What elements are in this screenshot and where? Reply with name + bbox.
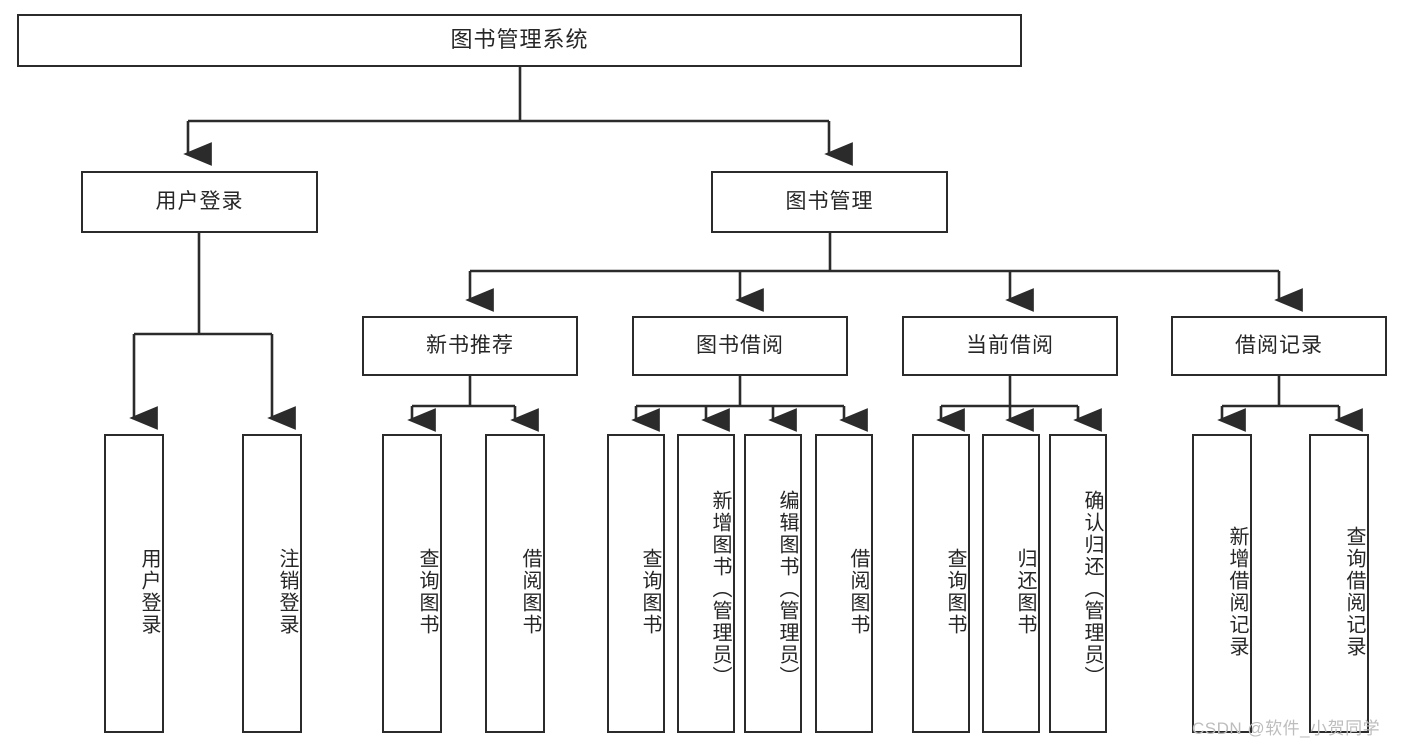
node-label: 当前借阅 bbox=[966, 334, 1054, 358]
leaf-query-book-borrow[interactable]: 查询图书 bbox=[607, 434, 665, 733]
node-label: 确认归还（管理员） bbox=[1081, 489, 1103, 688]
leaf-user-login[interactable]: 用户登录 bbox=[104, 434, 164, 733]
node-label: 借阅记录 bbox=[1235, 334, 1323, 358]
node-label: 图书管理系统 bbox=[450, 27, 589, 53]
node-book-management[interactable]: 图书管理 bbox=[711, 171, 948, 233]
leaf-borrow-book[interactable]: 借阅图书 bbox=[815, 434, 873, 733]
leaf-edit-book-admin[interactable]: 编辑图书（管理员） bbox=[744, 434, 802, 733]
node-label: 编辑图书（管理员） bbox=[776, 489, 798, 688]
node-label: 查询借阅记录 bbox=[1343, 525, 1365, 658]
watermark-text: CSDN @软件_小贺同学 bbox=[1192, 719, 1381, 738]
node-borrow-record[interactable]: 借阅记录 bbox=[1171, 316, 1387, 376]
node-label: 图书管理 bbox=[785, 190, 874, 214]
node-label: 新增图书（管理员） bbox=[709, 489, 731, 688]
node-label: 归还图书 bbox=[1014, 547, 1036, 636]
node-label: 新书推荐 bbox=[426, 334, 514, 358]
node-current-borrow[interactable]: 当前借阅 bbox=[902, 316, 1118, 376]
leaf-query-borrow-record[interactable]: 查询借阅记录 bbox=[1309, 434, 1369, 733]
node-new-book-recommend[interactable]: 新书推荐 bbox=[362, 316, 578, 376]
leaf-add-borrow-record[interactable]: 新增借阅记录 bbox=[1192, 434, 1252, 733]
leaf-query-book-current[interactable]: 查询图书 bbox=[912, 434, 970, 733]
node-label: 查询图书 bbox=[944, 547, 966, 636]
node-label: 用户登录 bbox=[155, 190, 244, 214]
node-label: 新增借阅记录 bbox=[1226, 525, 1248, 658]
leaf-add-book-admin[interactable]: 新增图书（管理员） bbox=[677, 434, 735, 733]
node-label: 图书借阅 bbox=[696, 334, 784, 358]
node-root-system[interactable]: 图书管理系统 bbox=[17, 14, 1022, 67]
node-label: 注销登录 bbox=[276, 547, 298, 636]
node-label: 借阅图书 bbox=[519, 547, 541, 636]
leaf-return-book[interactable]: 归还图书 bbox=[982, 434, 1040, 733]
node-label: 用户登录 bbox=[138, 547, 160, 636]
node-user-login[interactable]: 用户登录 bbox=[81, 171, 318, 233]
node-book-borrow[interactable]: 图书借阅 bbox=[632, 316, 848, 376]
node-label: 借阅图书 bbox=[847, 547, 869, 636]
leaf-borrow-book-recommend[interactable]: 借阅图书 bbox=[485, 434, 545, 733]
node-label: 查询图书 bbox=[639, 547, 661, 636]
leaf-user-logout[interactable]: 注销登录 bbox=[242, 434, 302, 733]
leaf-query-book-recommend[interactable]: 查询图书 bbox=[382, 434, 442, 733]
node-label: 查询图书 bbox=[416, 547, 438, 636]
leaf-confirm-return-admin[interactable]: 确认归还（管理员） bbox=[1049, 434, 1107, 733]
